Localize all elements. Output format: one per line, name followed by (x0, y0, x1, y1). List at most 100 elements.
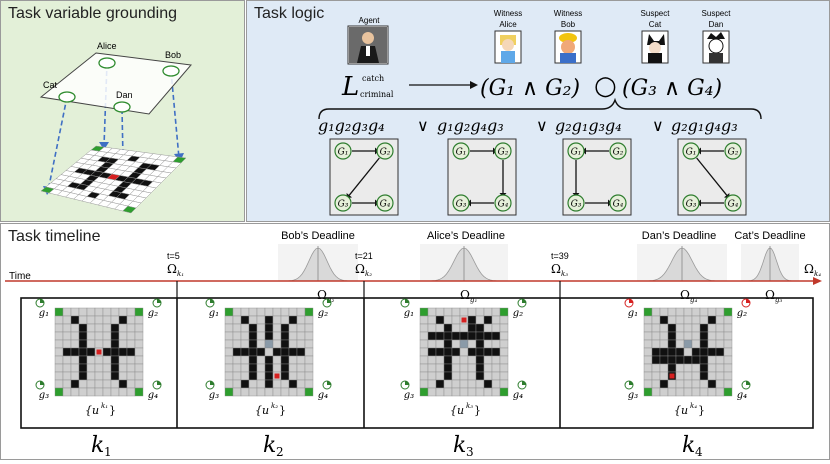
alice-deadline-sub: g₁ (470, 296, 477, 304)
goal-label: g₄ (513, 390, 523, 401)
phase-grid-cell (643, 347, 653, 357)
phase-grid-cell (475, 379, 485, 389)
phase-grid-cell (723, 307, 733, 317)
phase-grid-cell (651, 307, 661, 317)
suspect-dan-role: Suspect (702, 9, 732, 18)
phase-grid-cell (467, 355, 477, 365)
phase-grid-cell (451, 315, 461, 325)
phase-grid-cell (248, 379, 258, 389)
cat-portrait (641, 30, 669, 64)
phase-grid-cell (683, 347, 693, 357)
phase-grid-cell (667, 331, 677, 341)
phase-2-sub: 2 (276, 445, 284, 459)
phase-1-sub: 1 (104, 445, 112, 459)
phase-grid-cell (723, 379, 733, 389)
phase-grid-cell (296, 387, 306, 397)
goal-node (609, 142, 627, 160)
phase-grid-cell (427, 315, 437, 325)
phase-grid-cell (110, 379, 120, 389)
phase-grid-cell (288, 331, 298, 341)
phase-grid-cell (659, 355, 669, 365)
phase-grid-cell (707, 387, 717, 397)
phase-grid-cell (264, 379, 274, 389)
phase-grid-cell (134, 307, 144, 317)
phase-grid-cell (110, 371, 120, 381)
phase-grid-cell (78, 387, 88, 397)
u-set-close: } (109, 404, 116, 417)
phase-grid-cell (643, 315, 653, 325)
phase-grid-cell (272, 323, 282, 333)
or-3: ∨ (652, 116, 664, 135)
phase-grid-cell (296, 347, 306, 357)
phase-grid-cell (427, 331, 437, 341)
phase-grid-cell (102, 355, 112, 365)
logic-panel: Task logic Agent Witness Alice Witness B… (246, 0, 830, 222)
witness-alice-name: Alice (499, 20, 517, 29)
phase-grid-cell (126, 307, 136, 317)
phase-grid-cell (715, 387, 725, 397)
phase-grid-cell (643, 379, 653, 389)
arrowhead (99, 142, 109, 150)
phase-grid-cell (296, 363, 306, 373)
phase-grid-cell (699, 331, 709, 341)
phase-grid-cell (491, 379, 501, 389)
goal-progress-fill (405, 381, 409, 385)
phase-grid-cell (118, 347, 128, 357)
phase-grid-cell (280, 315, 290, 325)
phase-grid-cell (475, 339, 485, 349)
phase-grid-cell (723, 347, 733, 357)
phase-grid-cell (443, 331, 453, 341)
phase-grid-cell (467, 371, 477, 381)
suspect-cat-name: Cat (649, 20, 662, 29)
phase-grid-cell (451, 355, 461, 365)
expansion-brace (318, 97, 762, 120)
phase-grid-cell (70, 379, 80, 389)
phase-grid-cell (240, 363, 250, 373)
phase-grid-cell (224, 315, 234, 325)
goal-node (376, 194, 394, 212)
phase-grid-cell (256, 323, 266, 333)
goal-node-label: G₁ (456, 148, 467, 158)
phase-grid-cell (86, 363, 96, 373)
end-sub: k₄ (814, 270, 821, 278)
phase-grid-cell (288, 387, 298, 397)
phase-grid-cell (675, 347, 685, 357)
goal-node (567, 142, 585, 160)
bob-portrait (554, 30, 582, 64)
tick-2-time: t=21 (355, 251, 373, 261)
phase-grid-cell (683, 355, 693, 365)
phase-grid-cell (78, 347, 88, 357)
phase-grid-cell (651, 347, 661, 357)
phase-grid-cell (683, 379, 693, 389)
phase-grid-cell (134, 339, 144, 349)
phase-grid-cell (499, 379, 509, 389)
u-set-sup: k₁ (101, 402, 108, 410)
phase-grid-cell (443, 339, 453, 349)
phase-grid-cell (272, 363, 282, 373)
phase-grid-cell (280, 307, 290, 317)
grid-cell (122, 205, 137, 214)
phase-grid-cell (467, 315, 477, 325)
phase-grid-cell (54, 323, 64, 333)
phase-grid-cell (643, 331, 653, 341)
phase-grid-cell (70, 339, 80, 349)
phase-grid-cell (699, 347, 709, 357)
phase-grid-cell (723, 355, 733, 365)
phase-grid-cell (491, 315, 501, 325)
phase-grid-cell (427, 339, 437, 349)
alice-deadline-label: Alice’s Deadline (427, 230, 505, 242)
phase-grid-cell (675, 387, 685, 397)
phase-grid-cell (78, 307, 88, 317)
phase-grid-cell (288, 339, 298, 349)
phase-grid-cell (475, 323, 485, 333)
or-1: ∨ (417, 116, 429, 135)
phase-grid-cell (499, 387, 509, 397)
phase-grid-cell (659, 331, 669, 341)
goal-progress-fill (40, 381, 44, 385)
phase-grid-cell (451, 387, 461, 397)
phase-grid-cell (62, 331, 72, 341)
phase-grid-cell (451, 371, 461, 381)
phase-grid-cell (62, 315, 72, 325)
phase-grid-cell (78, 363, 88, 373)
